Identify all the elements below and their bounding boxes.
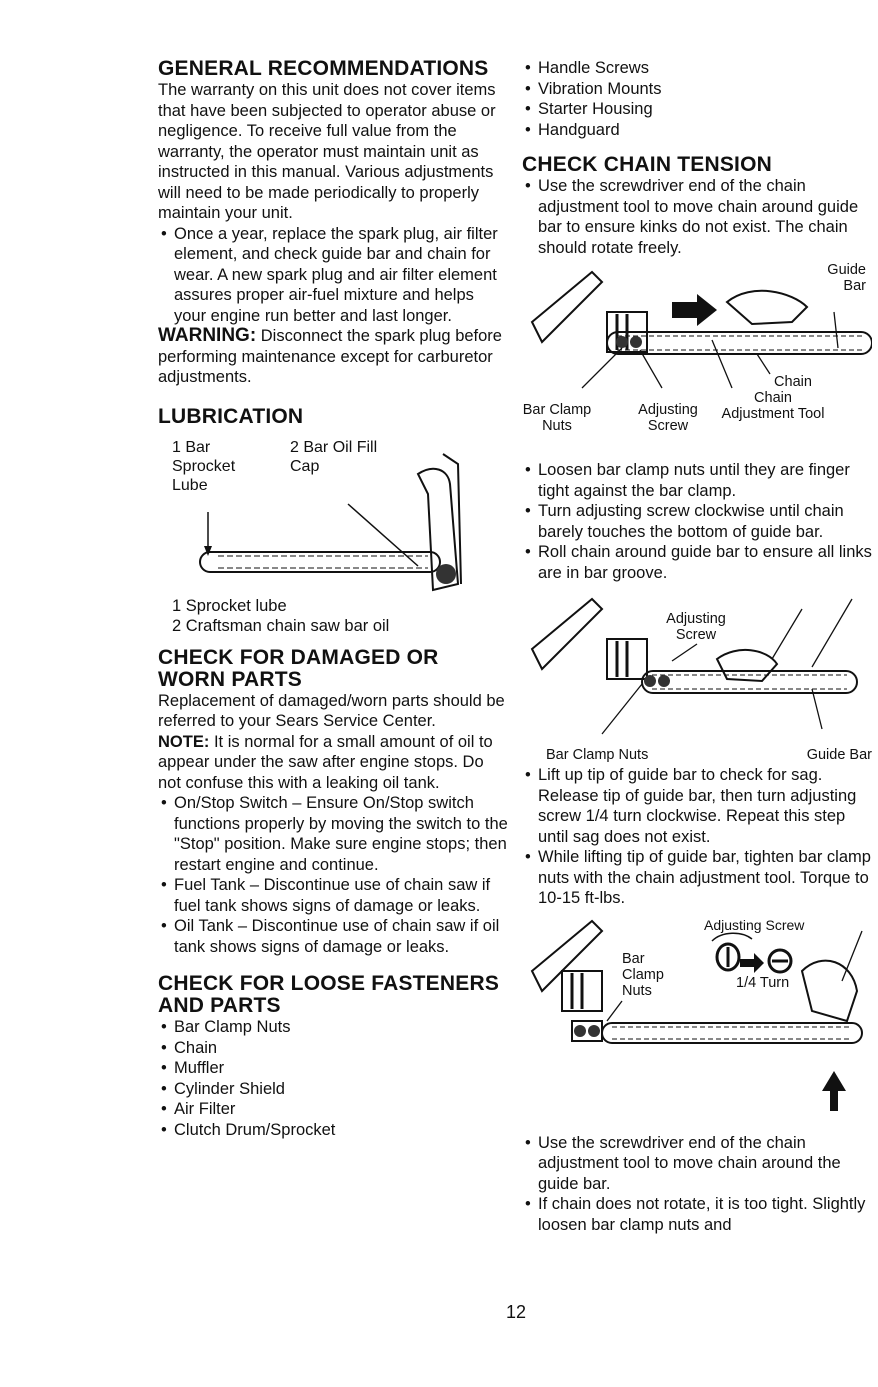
left-column: GENERAL RECOMMENDATIONS The warranty on … bbox=[158, 57, 508, 1140]
fig1-bar-clamp-nuts-label: Bar Clamp Nuts bbox=[522, 402, 592, 435]
page-number: 12 bbox=[506, 1302, 527, 1322]
chainsaw-bar-illustration bbox=[199, 452, 462, 591]
chain-adjust-illustration-1 bbox=[530, 270, 872, 389]
tension-bullet: Use the screwdriver end of the chain adj… bbox=[522, 176, 872, 258]
lube-label-2: 2 Bar Oil Fill Cap bbox=[290, 438, 378, 475]
lube-item-1: 1 Sprocket lube bbox=[172, 596, 287, 615]
fig1-adjusting-screw-label: Adjusting Screw bbox=[638, 402, 698, 435]
tension-bullet: If chain does not rotate, it is too tigh… bbox=[522, 1194, 872, 1235]
damaged-bullet-onstop: On/Stop Switch – Ensure On/Stop switch f… bbox=[158, 793, 508, 875]
fig2-adjusting-screw-label: Adjusting Screw bbox=[666, 611, 726, 644]
general-paragraph: The warranty on this unit does not cover… bbox=[158, 81, 496, 223]
loose-item: Starter Housing bbox=[522, 99, 872, 120]
tension-list-1: Use the screwdriver end of the chain adj… bbox=[522, 176, 872, 258]
loose-item: Air Filter bbox=[158, 1099, 508, 1120]
fig1-guide-bar-label: Guide Bar bbox=[827, 262, 866, 295]
damaged-paragraph: Replacement of damaged/worn parts should… bbox=[158, 691, 505, 731]
tension-list-3: Lift up tip of guide bar to check for sa… bbox=[522, 765, 872, 909]
fig1-adjustment-tool-label: Chain Adjustment Tool bbox=[721, 390, 825, 423]
tension-bullet: Use the screwdriver end of the chain adj… bbox=[522, 1133, 872, 1195]
loose-item: Vibration Mounts bbox=[522, 79, 872, 100]
warning-label: WARNING: bbox=[158, 325, 257, 347]
loose-item: Cylinder Shield bbox=[158, 1079, 508, 1100]
note-block: NOTE: It is normal for a small amount of… bbox=[158, 732, 508, 794]
loose-item: Muffler bbox=[158, 1058, 508, 1079]
lubrication-figure: 1 Bar Sprocket Lube 2 Bar Oil Fill Cap bbox=[158, 434, 508, 596]
tension-figure-1: Guide Bar Chain Bar Clamp Nuts Adjusting… bbox=[522, 262, 872, 460]
general-bullet: Once a year, replace the spark plug, air… bbox=[158, 224, 508, 327]
note-text: It is normal for a small amount of oil t… bbox=[158, 732, 493, 792]
tension-bullet: Loosen bar clamp nuts until they are fin… bbox=[522, 460, 872, 501]
general-title: GENERAL RECOMMENDATIONS bbox=[158, 57, 489, 80]
lube-label-1: 1 Bar Sprocket Lube bbox=[172, 438, 236, 494]
warning-block: WARNING: Disconnect the spark plug befor… bbox=[158, 325, 508, 388]
fig3-adjusting-screw-label: Adjusting Screw bbox=[704, 916, 805, 933]
note-label: NOTE: bbox=[158, 732, 210, 751]
warning-text: Disconnect the spark plug before perform… bbox=[158, 327, 502, 387]
tension-list-2: Loosen bar clamp nuts until they are fin… bbox=[522, 460, 872, 583]
tension-bullet: While lifting tip of guide bar, tighten … bbox=[522, 847, 872, 909]
damaged-bullet-oil: Oil Tank – Discontinue use of chain saw … bbox=[158, 916, 508, 957]
loose-item: Clutch Drum/Sprocket bbox=[158, 1120, 508, 1141]
tension-figure-3: Adjusting Screw Bar Clamp Nuts 1/4 Turn bbox=[522, 911, 872, 1133]
fig2-bar-clamp-nuts-label: Bar Clamp Nuts bbox=[546, 747, 649, 764]
fig1-chain-label: Chain bbox=[774, 374, 812, 391]
loose-item: Bar Clamp Nuts bbox=[158, 1017, 508, 1038]
tension-bullet: Turn adjusting screw clockwise until cha… bbox=[522, 501, 872, 542]
loose-list: Bar Clamp Nuts Chain Muffler Cylinder Sh… bbox=[158, 1017, 508, 1140]
general-list: Once a year, replace the spark plug, air… bbox=[158, 224, 508, 327]
damaged-bullet-fuel: Fuel Tank – Discontinue use of chain saw… bbox=[158, 875, 508, 916]
chain-adjust-illustration-2 bbox=[530, 597, 858, 735]
damaged-list: On/Stop Switch – Ensure On/Stop switch f… bbox=[158, 793, 508, 957]
loose-title: CHECK FOR LOOSE FASTENERS AND PARTS bbox=[158, 972, 500, 1018]
tension-bullet: Lift up tip of guide bar to check for sa… bbox=[522, 765, 872, 847]
fig3-bar-clamp-nuts-label: Bar Clamp Nuts bbox=[622, 950, 664, 999]
tension-figure-2: Adjusting Screw Bar Clamp Nuts Guide Bar bbox=[522, 589, 872, 765]
tension-list-4: Use the screwdriver end of the chain adj… bbox=[522, 1133, 872, 1236]
damaged-title: CHECK FOR DAMAGED OR WORN PARTS bbox=[158, 645, 439, 691]
lubrication-title: LUBRICATION bbox=[158, 404, 304, 428]
loose-item: Handle Screws bbox=[522, 58, 872, 79]
fig3-quarter-turn-label: 1/4 Turn bbox=[736, 974, 790, 991]
tension-title: CHECK CHAIN TENSION bbox=[522, 153, 772, 176]
right-column: Handle Screws Vibration Mounts Starter H… bbox=[522, 58, 872, 1235]
chain-adjust-illustration-3 bbox=[530, 919, 863, 1111]
fig2-guide-bar-label: Guide Bar bbox=[806, 747, 872, 764]
loose-list-continued: Handle Screws Vibration Mounts Starter H… bbox=[522, 58, 872, 140]
lube-item-2: 2 Craftsman chain saw bar oil bbox=[172, 617, 390, 636]
loose-item: Handguard bbox=[522, 120, 872, 141]
tension-bullet: Roll chain around guide bar to ensure al… bbox=[522, 542, 872, 583]
loose-item: Chain bbox=[158, 1038, 508, 1059]
